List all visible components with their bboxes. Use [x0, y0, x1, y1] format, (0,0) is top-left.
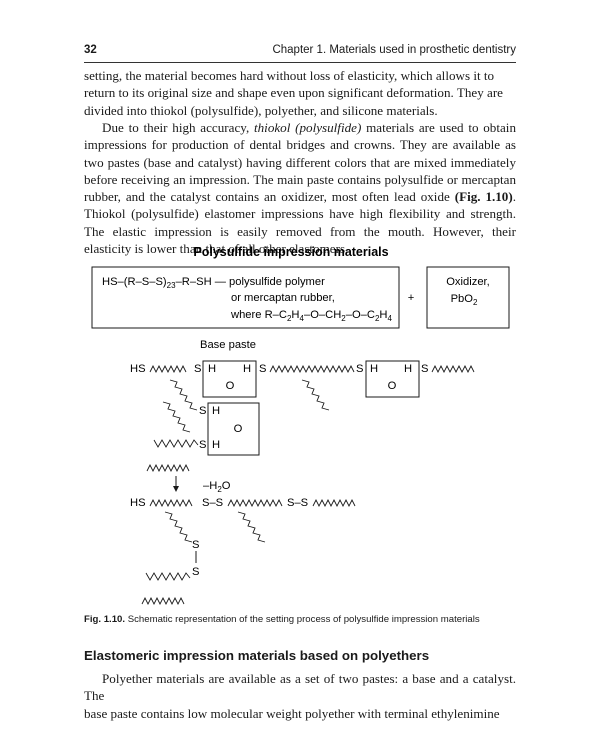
sulfur-label: S: [192, 539, 199, 551]
italic-term: thiokol (polysulfide): [254, 120, 362, 135]
figure-title: Polysulfide impression materials: [193, 245, 388, 259]
text-run: Due to their high accuracy,: [102, 120, 254, 135]
hydrogen-label: H: [208, 363, 216, 375]
polymer-chain-wave: [145, 572, 191, 581]
polymer-chain-wave: [164, 511, 193, 543]
figure-label: Fig. 1.10.: [84, 614, 126, 625]
oxygen-label: O: [234, 423, 243, 435]
polymer-chain-wave: [149, 498, 193, 508]
hydrogen-label: H: [212, 405, 220, 417]
text-line: divided into thiokol (polysulfide), poly…: [84, 102, 438, 118]
base-paste-label: Base paste: [200, 339, 256, 351]
text-line: base paste contains low molecular weight…: [84, 705, 500, 721]
polymer-chain-wave: [237, 511, 266, 543]
chapter-title: Chapter 1. Materials used in prosthetic …: [272, 44, 516, 56]
sulfur-label: S: [421, 363, 428, 375]
oxidizer-label: Oxidizer,: [446, 276, 490, 288]
sulfur-label: S: [199, 439, 206, 451]
hydrogen-label: H: [404, 363, 412, 375]
paragraph-1: setting, the material becomes hard witho…: [84, 67, 516, 119]
polymer-chain-wave: [146, 463, 190, 473]
polymer-chain-wave: [149, 364, 187, 374]
disulfide-bond-label: S–S: [202, 497, 223, 509]
sulfur-label: S: [199, 405, 206, 417]
water-elimination-label: –H2O: [203, 480, 231, 494]
hs-label: HS: [130, 363, 146, 375]
oxidizer-formula: PbO2: [451, 293, 478, 307]
oxygen-label: O: [226, 380, 235, 392]
polymer-formula-line: HS–(R–S–S)23–R–SH — polysulfide polymer: [102, 276, 325, 290]
polymer-where-line: where R–C2H4–O–CH2–O–C2H4: [230, 309, 393, 323]
sulfur-label: S: [356, 363, 363, 375]
oxidation-box-2: [365, 360, 420, 398]
polymer-chain-wave: [227, 498, 283, 508]
paragraph-2-text: Due to their high accuracy, thiokol (pol…: [84, 119, 516, 257]
polymer-chain-wave: [269, 364, 355, 374]
text-line: Polyether materials are available as a s…: [84, 671, 516, 704]
sulfur-label: S: [194, 363, 201, 375]
text-run: . Thiokol (polysulfide) elastomer impres…: [84, 189, 516, 257]
polymer-chain-wave: [162, 401, 191, 433]
oxygen-label: O: [388, 380, 397, 392]
plus-sign: +: [408, 292, 415, 304]
hs-label: HS: [130, 497, 146, 509]
polymer-chain-wave: [153, 439, 199, 448]
polymer-chain-wave: [141, 596, 185, 606]
oxidizer-box: [426, 266, 510, 329]
page-number: 32: [84, 44, 97, 56]
hydrogen-label: H: [243, 363, 251, 375]
polymer-chain-wave: [431, 364, 475, 374]
disulfide-bond-label: S–S: [287, 497, 308, 509]
paragraph-2: Due to their high accuracy, thiokol (pol…: [84, 119, 516, 257]
polymer-chain-wave: [301, 379, 330, 411]
oxidation-box-3: [207, 402, 260, 456]
figure-reference: (Fig. 1.10): [454, 189, 513, 205]
hydrogen-label: H: [212, 439, 220, 451]
polymer-chain-wave: [169, 379, 198, 411]
running-header: 32 Chapter 1. Materials used in prosthet…: [84, 44, 516, 63]
hydrogen-label: H: [370, 363, 378, 375]
text-line: setting, the material becomes hard witho…: [84, 68, 495, 83]
sulfur-label: S: [259, 363, 266, 375]
polymer-chain-wave: [312, 498, 356, 508]
sulfur-label: S: [192, 566, 199, 578]
figure-caption: Fig. 1.10. Schematic representation of t…: [84, 614, 524, 626]
oxidation-box-1: [202, 360, 257, 398]
text-line: return to its original size and shape ev…: [84, 85, 503, 101]
section-heading: Elastomeric impression materials based o…: [84, 648, 430, 663]
polymer-formula-box: [91, 266, 400, 329]
text-run: materials are used to obtain impressions…: [84, 120, 516, 205]
caption-text: Schematic representation of the setting …: [125, 614, 480, 625]
polymer-description-line: or mercaptan rubber,: [231, 292, 335, 304]
paragraph-3: Polyether materials are available as a s…: [84, 670, 516, 722]
